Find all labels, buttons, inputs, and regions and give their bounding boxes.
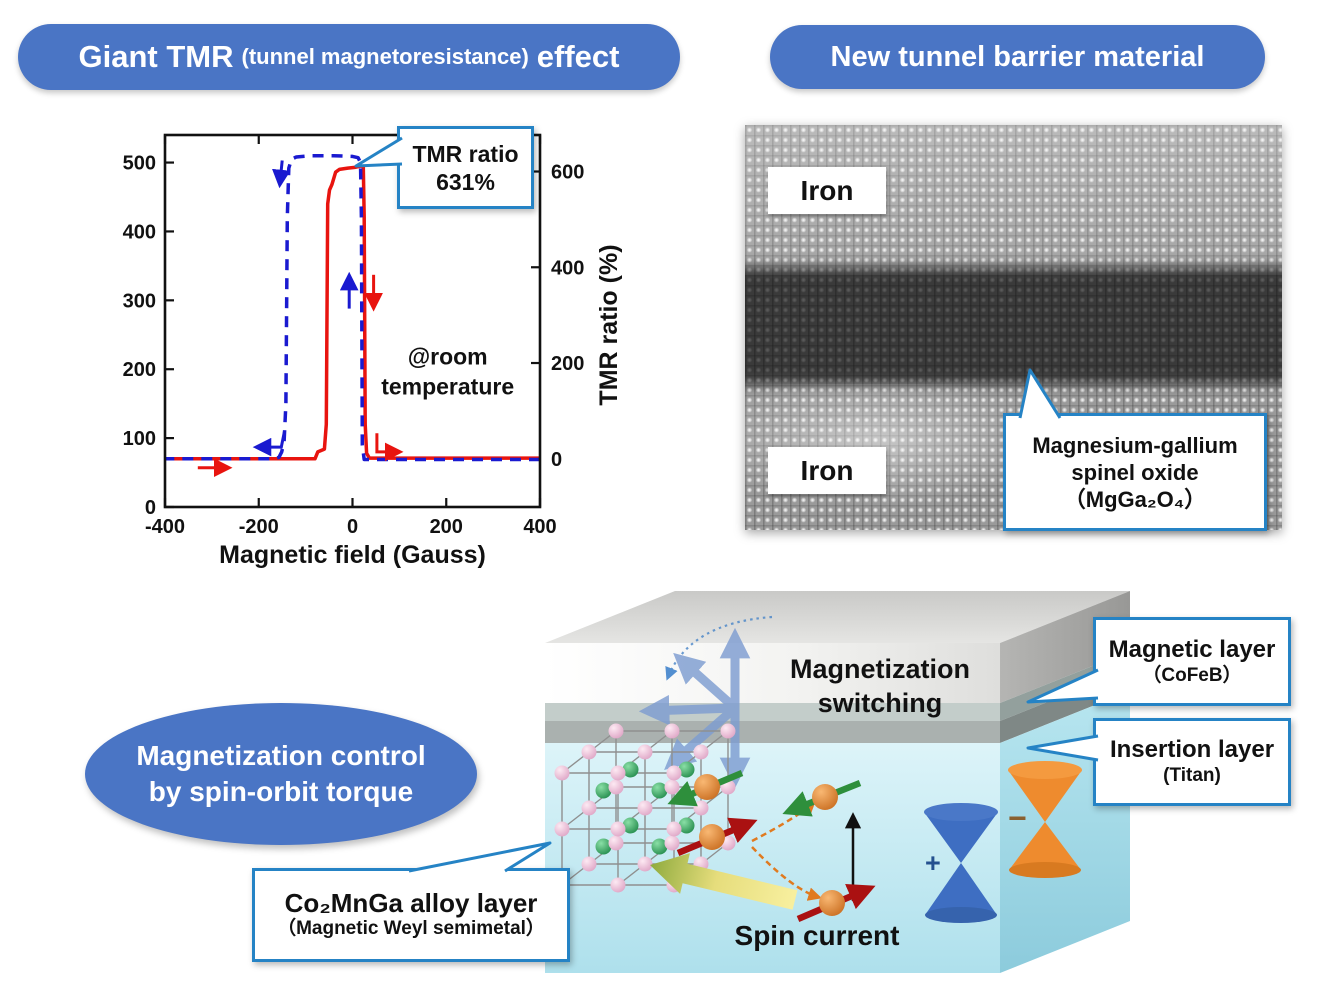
right-y-axis-label: TMR ratio (%): [595, 244, 623, 405]
tmr-ratio-callout-pointer: [354, 136, 403, 168]
tem-barrier-dark-band: [745, 266, 1282, 385]
atom-green: [595, 782, 612, 799]
oval-line2: by spin-orbit torque: [148, 776, 414, 807]
x-axis-label: Magnetic field (Gauss): [219, 541, 486, 569]
x-tick-label: -400: [145, 516, 185, 538]
magnetization-switching-label: Magnetization switching: [790, 654, 970, 718]
left-tick-label: 300: [123, 290, 156, 312]
banner-giant-tmr-paren: (tunnel magnetoresistance): [241, 44, 529, 69]
atom-pink: [693, 800, 709, 816]
atom-pink: [581, 744, 597, 760]
atom-green: [622, 761, 639, 778]
banner-new-tunnel-barrier-label: New tunnel barrier material: [830, 40, 1205, 73]
atom-pink: [608, 835, 624, 851]
left-tick-label: 500: [123, 153, 156, 175]
magnetic-layer-callout: Magnetic layer （CoFeB）: [1093, 617, 1291, 706]
banner-giant-tmr-main: Giant TMR: [78, 39, 234, 74]
alloy-layer-callout: Co₂MnGa alloy layer （Magnetic Weyl semim…: [252, 868, 570, 962]
oval-magnetization-control: Magnetization control by spin-orbit torq…: [85, 703, 477, 845]
atom-pink: [637, 744, 653, 760]
atom-pink: [610, 765, 626, 781]
spin-current-label: Spin current: [734, 920, 900, 951]
atom-pink: [610, 821, 626, 837]
weyl-cone-negative: [1008, 761, 1082, 878]
spin-deflection-down-path: [751, 846, 822, 901]
atom-pink: [720, 723, 736, 739]
x-tick-label: 200: [430, 516, 463, 538]
weyl-cone-positive: [924, 803, 998, 923]
blue-dashed-curve: [165, 153, 540, 462]
charge-current-arrow: [650, 853, 798, 910]
x-tick-label: -200: [239, 516, 279, 538]
sweep-direction-arrow: [252, 430, 286, 457]
room-temperature-annotation: @room: [408, 343, 488, 369]
insertion-layer-callout-pointer: [1026, 734, 1099, 762]
atom-pink: [581, 800, 597, 816]
atom-green: [651, 838, 668, 855]
tmr-ratio-callout-line1: TMR ratio: [412, 140, 519, 167]
atom-pink: [581, 856, 597, 872]
atom-pink: [664, 779, 680, 795]
insertion-layer-callout: Insertion layer (Titan): [1093, 718, 1291, 806]
atom-pink: [554, 765, 570, 781]
magnetic-layer-callout-pointer: [1026, 668, 1099, 704]
atom-pink: [664, 723, 680, 739]
banner-new-tunnel-barrier: New tunnel barrier material: [770, 25, 1265, 89]
spin-electron-up-left: [667, 770, 744, 807]
banner-giant-tmr-effect: effect: [536, 39, 620, 74]
atom-pink: [666, 821, 682, 837]
tmr-hysteresis-chart: -400 -200 0 200 400 0 100 200 300 400 500 0 200 400 60…: [123, 133, 623, 569]
atom-green: [651, 782, 668, 799]
magnetization-switching-arrows: [638, 615, 773, 789]
tem-image-panel: Iron Iron Magnesium-gallium spinel oxide…: [745, 125, 1282, 531]
spinel-oxide-line1: Magnesium-gallium: [1032, 432, 1238, 458]
tmr-ratio-callout: TMR ratio 631%: [397, 126, 534, 209]
oval-line1: Magnetization control: [136, 740, 426, 771]
atom-pink: [666, 765, 682, 781]
iron-label-top: Iron: [768, 167, 886, 214]
atom-green: [595, 838, 612, 855]
banner-giant-tmr: Giant TMR (tunnel magnetoresistance) eff…: [18, 24, 680, 90]
atom-pink: [637, 856, 653, 872]
left-tick-label: 400: [123, 221, 156, 243]
atom-green: [678, 817, 695, 834]
right-tick-label: 400: [551, 257, 584, 279]
sweep-direction-arrow: [375, 433, 404, 462]
spin-deflection-up-path: [751, 800, 817, 843]
atom-pink: [637, 800, 653, 816]
spinel-oxide-callout-pointer: [1018, 368, 1062, 419]
right-tick-label: 600: [551, 162, 584, 184]
x-tick-label: 0: [347, 516, 358, 538]
atom-green: [622, 817, 639, 834]
spin-electron-up-right: [782, 779, 862, 817]
room-temperature-annotation: temperature: [381, 374, 514, 400]
spinel-oxide-formula: （MgGa₂O₄）: [1063, 486, 1207, 512]
spinel-oxide-callout: Magnesium-gallium spinel oxide （MgGa₂O₄）: [1003, 413, 1267, 531]
left-tick-label: 200: [123, 359, 156, 381]
weyl-node-plus-sign: +: [925, 848, 941, 878]
weyl-node-minus-sign: −: [1008, 800, 1027, 836]
alloy-layer-callout-pointer: [408, 841, 552, 873]
spin-electron-down-bottom: [796, 883, 876, 922]
atom-pink: [554, 821, 570, 837]
right-tick-label: 200: [551, 353, 584, 375]
tmr-ratio-callout-line2: 631%: [436, 168, 495, 195]
sweep-direction-arrow: [272, 160, 291, 189]
left-tick-label: 0: [145, 497, 156, 519]
atom-pink: [693, 744, 709, 760]
left-tick-label: 100: [123, 428, 156, 450]
spin-electron-down-left: [676, 817, 758, 856]
iron-label-bottom: Iron: [768, 447, 886, 494]
red-solid-curve: [165, 164, 540, 461]
atom-green: [678, 761, 695, 778]
x-tick-label: 400: [523, 516, 556, 538]
atom-pink: [608, 723, 624, 739]
right-tick-label: 0: [551, 449, 562, 471]
spinel-oxide-line2: spinel oxide: [1071, 459, 1199, 485]
atom-pink: [610, 877, 626, 893]
atom-pink: [664, 835, 680, 851]
atom-pink: [608, 779, 624, 795]
plot-frame: [163, 133, 542, 509]
